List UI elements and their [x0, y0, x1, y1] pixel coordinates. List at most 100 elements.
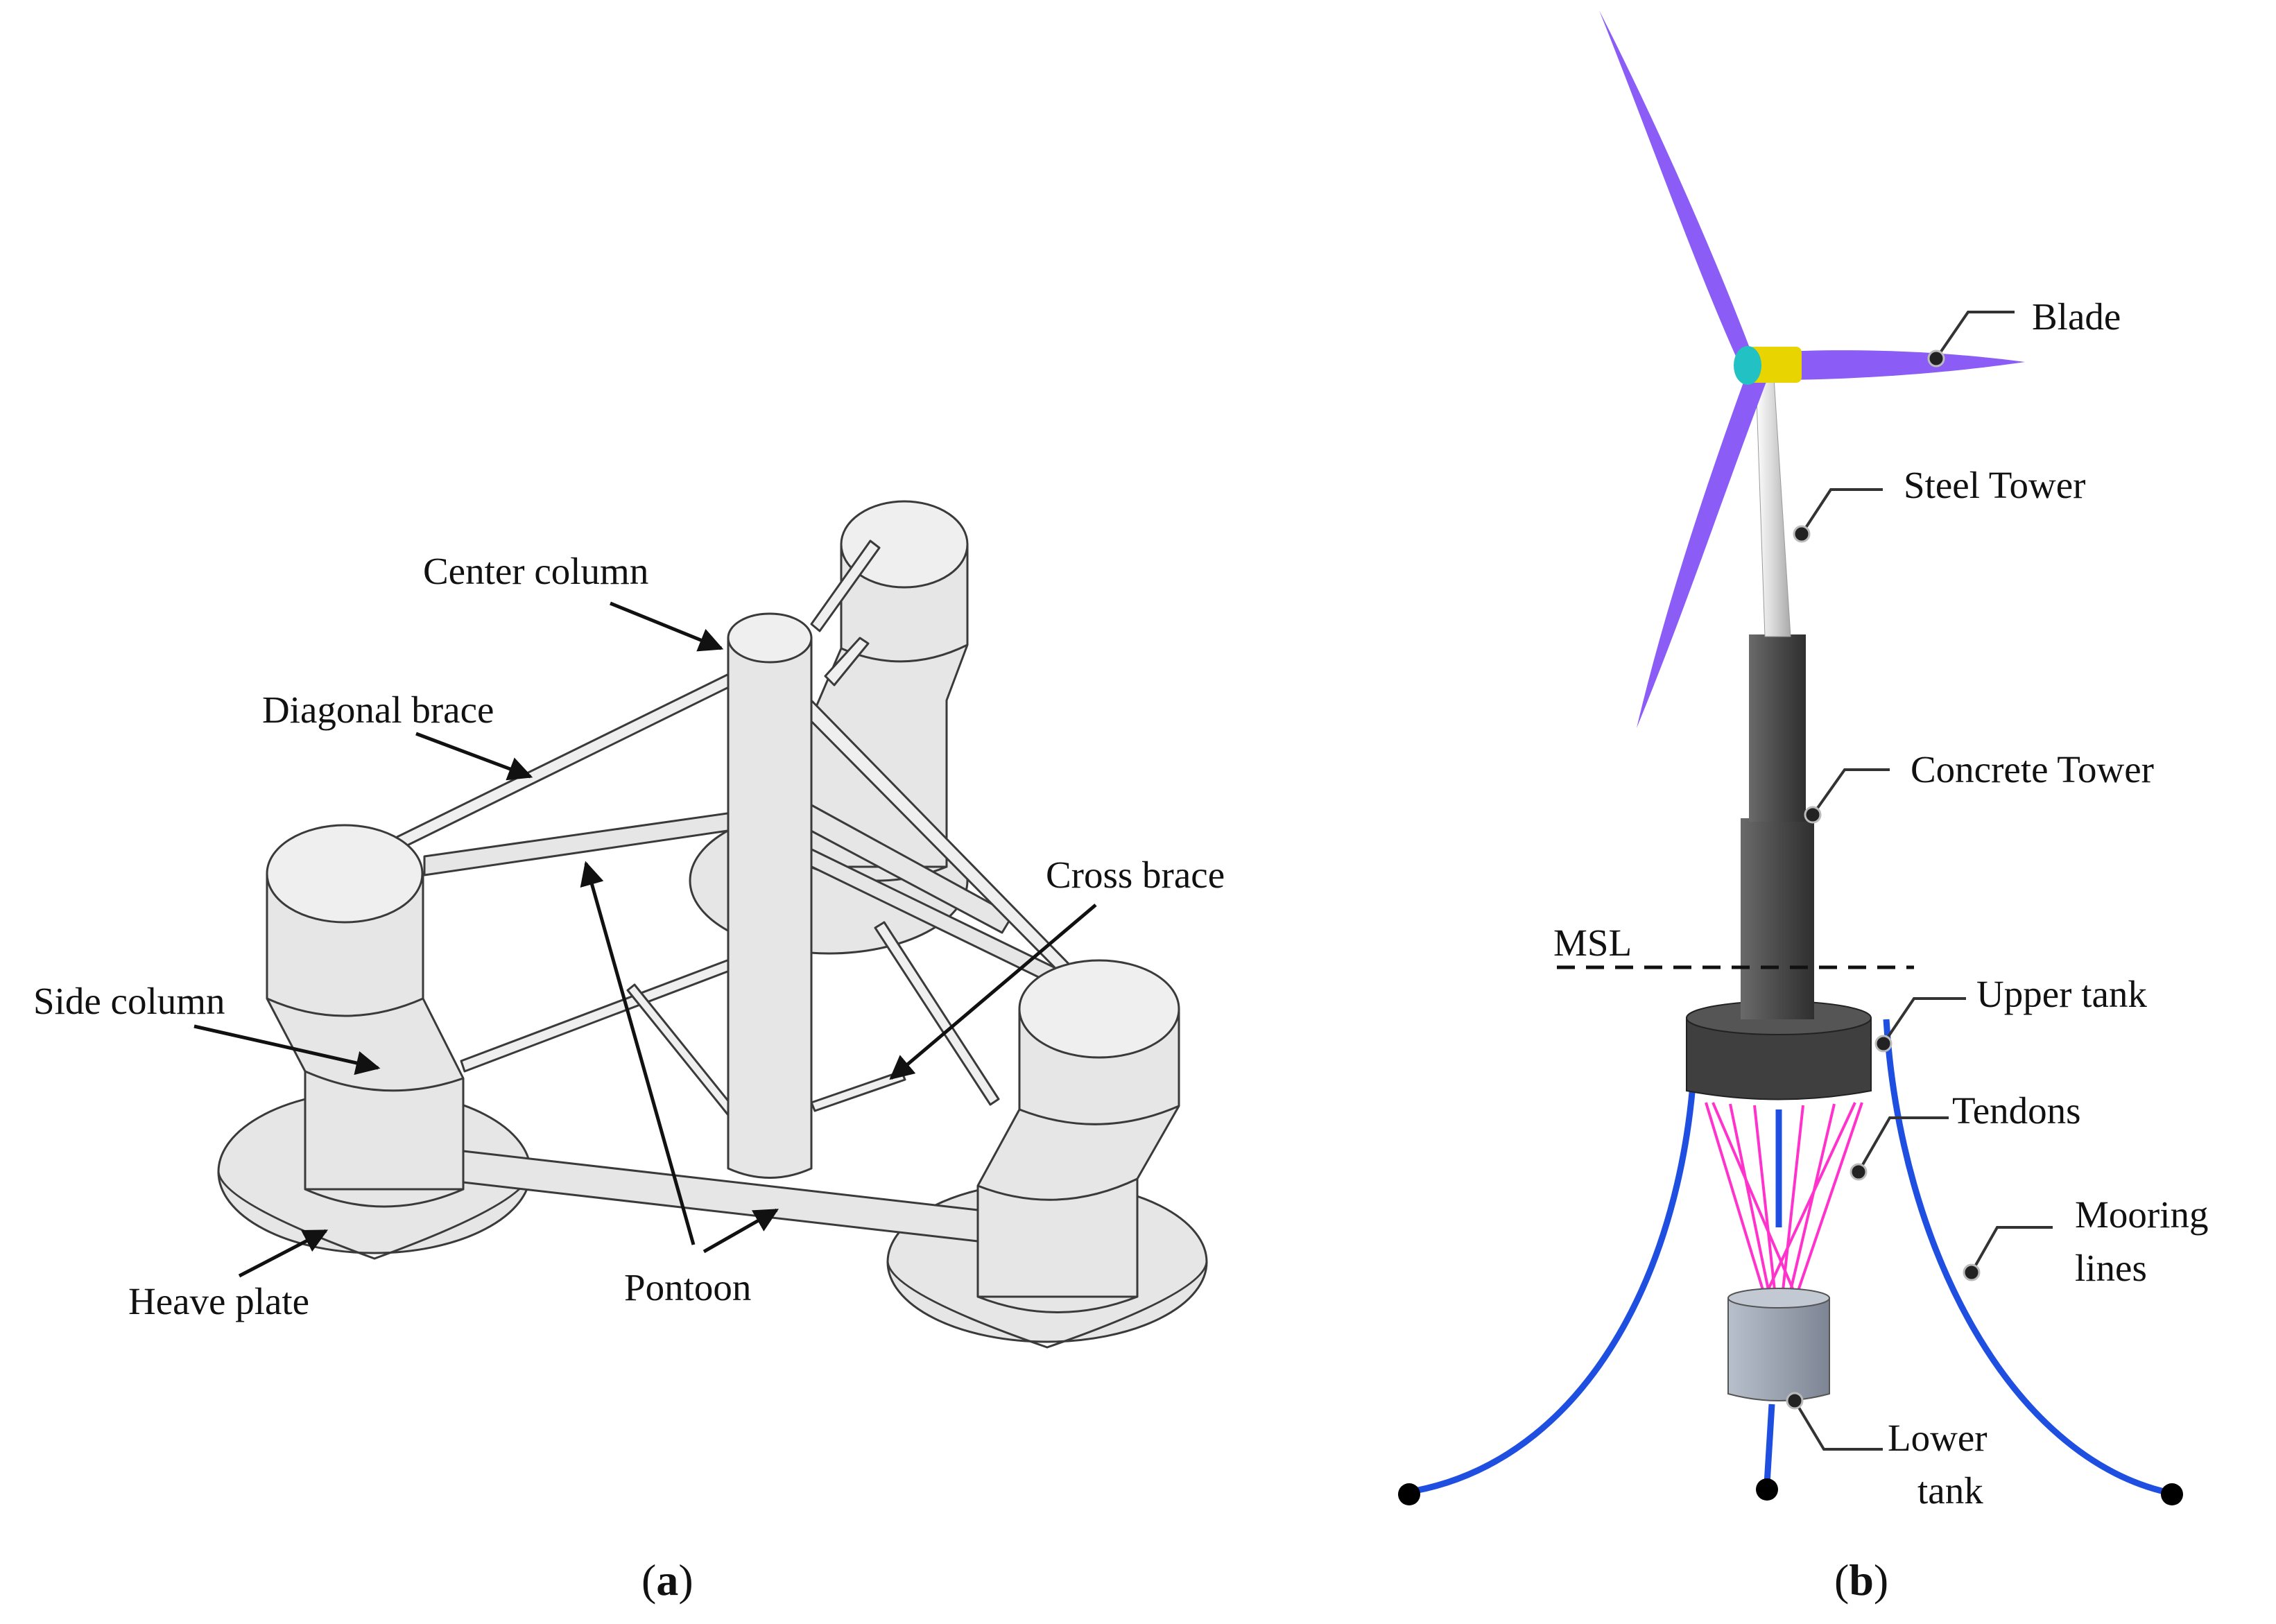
side-column-left-joint-2: [304, 1070, 464, 1092]
center-column-body: [727, 637, 813, 1179]
label-cross-brace: Cross brace: [1046, 854, 1225, 896]
marker-upper-tank: [1874, 1035, 1893, 1053]
label-tendons: Tendons: [1952, 1089, 2081, 1132]
center-column-top: [727, 612, 813, 664]
leader-mooring: [1970, 1226, 2053, 1273]
caption-b-close: ): [1874, 1555, 1888, 1605]
lower-tank: [1727, 1288, 1830, 1401]
arrow-pontoon-left: [580, 861, 696, 1245]
lower-tank-top: [1727, 1288, 1830, 1308]
panel-b-leaders: [1786, 311, 2053, 1451]
label-upper-tank: Upper tank: [1976, 973, 2147, 1015]
marker-lower-tank: [1786, 1392, 1804, 1410]
side-column-right-base: [977, 1295, 1138, 1313]
diagonal-brace-back-2: [824, 637, 870, 686]
tendon: [1705, 1102, 1766, 1297]
nacelle: [1748, 347, 1802, 383]
label-lower-tank-2: tank: [1917, 1469, 1983, 1512]
leader-steel-tower: [1800, 488, 1883, 535]
leader-lower-tank: [1793, 1399, 1883, 1451]
arrow-cross-brace: [889, 904, 1097, 1080]
panel-b: Blade Steel Tower Concrete Tower MSL Upp…: [1398, 10, 2209, 1605]
upper-tank-body: [1686, 1017, 1872, 1100]
panel-a: Center column Diagonal brace Cross brace…: [33, 500, 1225, 1605]
mooring-line-left: [1414, 1019, 1699, 1494]
rotor: [1599, 10, 2025, 728]
caption-a: (a): [641, 1555, 693, 1605]
caption-a-close: ): [678, 1555, 693, 1605]
tendon: [1795, 1102, 1863, 1297]
leader-tendons: [1857, 1116, 1949, 1173]
cross-brace-center: [626, 983, 736, 1116]
label-side-column: Side column: [33, 980, 225, 1022]
cross-brace-left: [460, 956, 740, 1073]
center-column: [727, 612, 813, 1179]
caption-a-open: (: [641, 1555, 656, 1605]
side-column-right-joint-1: [1019, 1105, 1180, 1125]
heave-plate-right-rim: [886, 1261, 1208, 1349]
label-heave-plate: Heave plate: [128, 1280, 309, 1322]
anchor-left: [1398, 1483, 1420, 1505]
concrete-tower-upper: [1749, 634, 1806, 822]
marker-steel-tower: [1793, 525, 1811, 543]
arrow-heave-plate: [238, 1229, 329, 1278]
arrow-side-column: [193, 1024, 381, 1076]
arrow-pontoon-front: [702, 1208, 779, 1254]
heave-plate-left-rim: [217, 1171, 532, 1260]
tendon: [1781, 1105, 1804, 1297]
marker-blade: [1927, 349, 1945, 368]
side-column-left: [266, 824, 465, 1208]
diagonal-brace-back: [810, 539, 881, 632]
steel-tower: [1755, 377, 1791, 637]
concrete-tower-lower: [1741, 818, 1814, 1019]
side-column-right-joint-2: [977, 1177, 1138, 1201]
label-mooring-2: lines: [2075, 1247, 2147, 1289]
cross-brace-right-diag: [874, 921, 1000, 1106]
arrow-center-column: [610, 601, 724, 652]
arrow-diagonal-brace: [415, 732, 533, 781]
label-concrete-tower: Concrete Tower: [1911, 748, 2154, 791]
tendon: [1764, 1102, 1856, 1297]
caption-b: (b): [1834, 1555, 1888, 1605]
braces: [335, 539, 1104, 1142]
side-column-back-top: [840, 500, 969, 589]
pontoon-front: [462, 1150, 979, 1243]
label-steel-tower: Steel Tower: [1904, 464, 2085, 506]
blade-upper: [1599, 10, 1755, 374]
label-lower-tank-1: Lower: [1888, 1417, 1988, 1459]
tendon: [1753, 1105, 1777, 1297]
caption-a-letter: a: [656, 1555, 678, 1605]
leader-blade: [1935, 311, 2015, 360]
label-center-column: Center column: [423, 550, 648, 592]
anchor-center: [1756, 1478, 1778, 1501]
lower-tank-body: [1727, 1297, 1830, 1401]
side-column-left-top: [266, 824, 424, 924]
caption-b-letter: b: [1849, 1555, 1874, 1605]
label-diagonal-brace: Diagonal brace: [262, 689, 494, 731]
leader-concrete-tower: [1811, 768, 1890, 816]
label-msl: MSL: [1553, 922, 1632, 964]
label-blade: Blade: [2032, 295, 2121, 338]
tendons: [1705, 1102, 1863, 1297]
tendon: [1729, 1103, 1771, 1297]
side-column-left-joint-1: [266, 997, 424, 1017]
blade-right: [1767, 350, 2025, 380]
panel-a-arrows: [193, 601, 1097, 1278]
leader-upper-tank: [1882, 997, 1966, 1045]
hub: [1734, 346, 1761, 385]
mooring-line-center: [1764, 1109, 1782, 1485]
marker-mooring: [1963, 1263, 1981, 1281]
side-column-right-top: [1018, 959, 1180, 1059]
blade-lower: [1637, 371, 1767, 728]
label-mooring-1: Mooring: [2075, 1193, 2209, 1236]
side-column-left-base: [304, 1188, 464, 1208]
tendon: [1788, 1103, 1836, 1297]
side-column-right: [976, 959, 1180, 1313]
concrete-tower: [1741, 634, 1814, 1019]
side-column-back: [809, 500, 969, 882]
tendon: [1712, 1102, 1797, 1297]
marker-concrete-tower: [1804, 806, 1822, 824]
anchor-right: [2161, 1483, 2183, 1505]
